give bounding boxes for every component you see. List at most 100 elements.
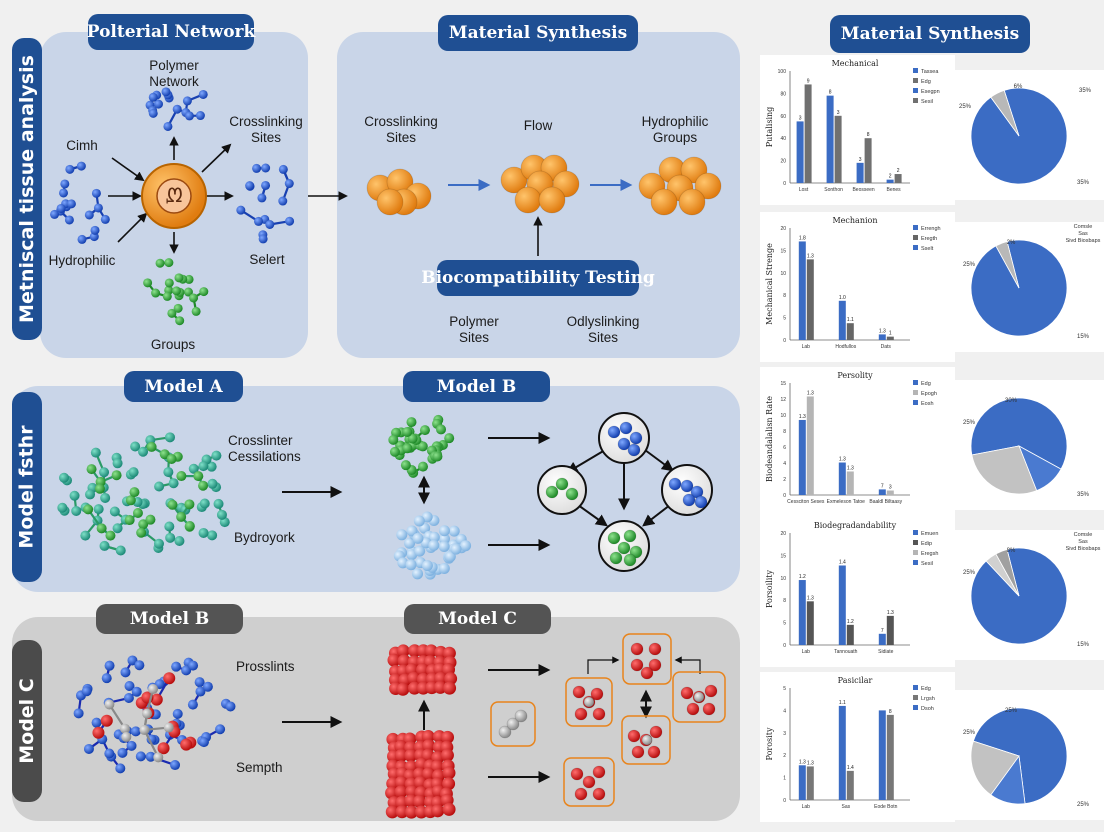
- chart-ylabel: Mechanical Strenge: [765, 243, 774, 325]
- chart-bar: [806, 766, 814, 800]
- label-crosslinking-sites-2: Crosslinking Sites: [364, 114, 438, 145]
- chart-value-label: 2: [897, 168, 900, 174]
- legend-label: Tassea: [921, 69, 939, 75]
- pie-extra-label: Comsle: [1074, 532, 1093, 538]
- chart-title: Mechanion: [832, 216, 877, 225]
- label-odlyslinking-sites: Odlyslinking Sites: [566, 314, 640, 345]
- chart-value-label: 1.3: [807, 390, 814, 396]
- box-mol-2-icon: [630, 642, 662, 680]
- chart-bar: [856, 162, 864, 183]
- chart-value-label: 1: [889, 331, 892, 337]
- chart-value-label: 7: [881, 483, 884, 489]
- side-title-panel3: Model C: [12, 640, 42, 802]
- pie-chart-1: 6%35%35%25%: [955, 70, 1104, 200]
- chart-bar: [846, 770, 854, 800]
- chart-bar: [878, 633, 886, 645]
- pie-slice: [995, 549, 1020, 597]
- label-hydrophilic: Hydrophilic: [48, 253, 116, 268]
- chart-category-label: Lab: [802, 344, 811, 350]
- pie-extra-label: Sivd Biosbaps: [1066, 546, 1101, 552]
- chart-bar: [798, 580, 806, 645]
- model-a-network-icon: [57, 432, 230, 556]
- pie-label: 35%: [1079, 88, 1092, 94]
- chart-value-label: 1.3: [839, 457, 846, 463]
- chart-category-label: Hodfullos: [835, 344, 856, 350]
- blue-polymer-icon: [145, 87, 208, 131]
- legend-label: Sselt: [921, 246, 934, 252]
- chart-ytick: 15: [780, 381, 786, 387]
- center-glyph: ᘻ: [165, 185, 183, 207]
- chart-ytick: 8: [783, 598, 786, 604]
- legend-swatch: [913, 550, 918, 555]
- legend-swatch: [913, 705, 918, 710]
- label-polymer-network: Polymer Network: [149, 58, 199, 89]
- arrows-panel1: [108, 136, 543, 256]
- legend-swatch: [913, 695, 918, 700]
- chart-title: Persolity: [837, 371, 873, 380]
- chart-bar: [838, 300, 846, 340]
- generated-molecules: [50, 87, 722, 819]
- chart-background: [760, 367, 955, 517]
- arrows-panel3: [282, 664, 652, 783]
- chart-bar: [846, 624, 854, 645]
- model-a-green-icon: [83, 441, 209, 541]
- legend-swatch: [913, 530, 918, 535]
- chart-ytick: 4: [783, 461, 786, 467]
- chart-ylabel: Putalising: [765, 107, 774, 148]
- chart-title: Pasicilar: [838, 676, 873, 685]
- chart-ytick: 1: [783, 776, 786, 782]
- blue-molecule-left-icon: [50, 161, 110, 244]
- label-bydroyork: Bydroyork: [234, 530, 295, 545]
- pie-label: 25%: [963, 262, 976, 268]
- chart-value-label: 1.3: [807, 595, 814, 601]
- circle-green-1-icon: [545, 477, 579, 501]
- chart-title: Biodegradandability: [814, 521, 897, 530]
- chart-bar: [878, 489, 886, 495]
- label-sempth: Sempth: [236, 760, 283, 775]
- label-crosslinking-sites: Crosslinking Sites: [229, 114, 303, 145]
- pie-extra-label: Comsle: [1074, 224, 1093, 230]
- model-panel-3: [12, 617, 740, 821]
- legend-swatch: [913, 245, 918, 250]
- chart-ytick: 5: [783, 621, 786, 627]
- chart-ylabel: Porsoility: [765, 570, 774, 609]
- pie-label: 25%: [1077, 802, 1090, 808]
- chart-bar: [886, 179, 894, 183]
- chart-ytick: 8: [783, 429, 786, 435]
- chart-bar: [886, 615, 894, 645]
- chart-ytick: 12: [780, 397, 786, 403]
- legend-swatch: [913, 685, 918, 690]
- pill-model-b: Model B: [403, 371, 550, 402]
- chart-value-label: 1.3: [807, 253, 814, 259]
- chart-value-label: 8: [889, 709, 892, 715]
- chart-bar: [846, 471, 854, 495]
- pie-extra-label: Sas: [1078, 231, 1088, 237]
- legend-swatch: [913, 98, 918, 103]
- chart-bar: [798, 765, 806, 800]
- label-polymer-sites: Polymer Sites: [449, 314, 499, 345]
- circle-green-2-icon: [607, 529, 643, 567]
- chart-ytick: 0: [783, 338, 786, 344]
- pie-label: 2%: [1007, 240, 1016, 246]
- pie-label: 15%: [1077, 642, 1090, 648]
- chart-value-label: 1.4: [847, 765, 854, 771]
- chart-ytick: 60: [780, 114, 786, 120]
- pill-polterial-network: Polterial Network: [87, 14, 255, 50]
- chart-value-label: 2: [889, 174, 892, 180]
- chart-value-label: 7: [881, 628, 884, 634]
- chart-bar: [798, 419, 806, 495]
- pie-slice: [970, 397, 1068, 470]
- red-block-top-icon: [387, 644, 458, 696]
- chart-value-label: 1.2: [799, 574, 806, 580]
- label-flow: Flow: [523, 118, 553, 133]
- legend-swatch: [913, 400, 918, 405]
- pie-label: 15%: [1077, 334, 1090, 340]
- circle-blue-2-icon: [668, 477, 708, 509]
- chart-category-label: Dats: [881, 344, 892, 350]
- chart-category-label: Exmeleson Tatoe: [827, 499, 865, 505]
- pie-label: 8%: [1007, 548, 1016, 554]
- chart-bar: [806, 259, 814, 340]
